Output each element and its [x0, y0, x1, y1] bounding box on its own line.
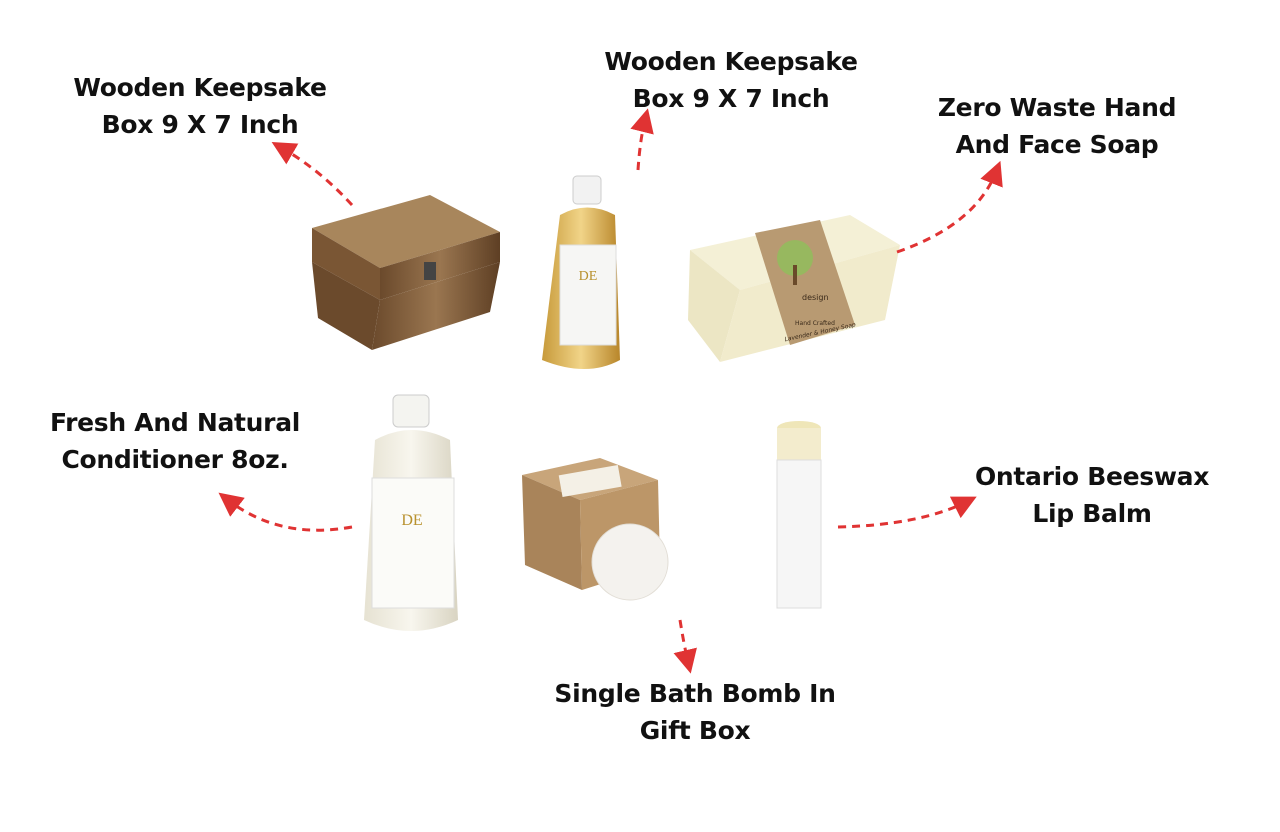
callout-lip-balm: Ontario Beeswax Lip Balm — [975, 458, 1209, 532]
bath-bomb-gift-box-image — [522, 458, 669, 601]
lip-balm-image — [776, 421, 822, 609]
callout-line: Conditioner 8oz. — [61, 445, 289, 474]
callout-line: Lip Balm — [1032, 499, 1152, 528]
shampoo-bottle-image: DE — [542, 175, 620, 369]
callout-wooden-box: Wooden Keepsake Box 9 X 7 Inch — [73, 69, 327, 143]
soap-label-text: Hand Crafted — [795, 320, 835, 327]
arrow-conditioner — [218, 492, 353, 532]
callout-conditioner: Fresh And Natural Conditioner 8oz. — [50, 404, 300, 478]
soap-brand-text: design — [802, 293, 829, 302]
callout-bath-bomb: Single Bath Bomb In Gift Box — [554, 675, 835, 749]
callout-line: Fresh And Natural — [49, 408, 301, 437]
callout-line: Gift Box — [639, 716, 751, 745]
wooden-keepsake-box-image — [312, 195, 500, 350]
soap-bar-image: design Hand Crafted Lavender & Honey Soa… — [688, 215, 900, 362]
arrow-shampoo — [630, 108, 654, 171]
callout-line: Ontario Beeswax — [974, 462, 1210, 491]
svg-text:DE: DE — [401, 512, 422, 529]
callout-line: Box 9 X 7 Inch — [632, 84, 830, 113]
arrow-soap — [896, 160, 1003, 254]
callout-line: And Face Soap — [955, 130, 1159, 159]
callout-line: Wooden Keepsake — [73, 73, 327, 102]
arrow-lip-balm — [837, 496, 977, 529]
arrow-wooden-box — [271, 141, 354, 207]
callout-line: Single Bath Bomb In — [554, 679, 836, 708]
conditioner-bottle-image: DE — [364, 394, 458, 631]
callout-line: Box 9 X 7 Inch — [101, 110, 299, 139]
callout-line: Zero Waste Hand — [937, 93, 1177, 122]
callout-line: Wooden Keepsake — [604, 47, 858, 76]
svg-text:DE: DE — [579, 269, 598, 284]
callout-shampoo: Wooden Keepsake Box 9 X 7 Inch — [604, 43, 858, 117]
callout-soap: Zero Waste Hand And Face Soap — [937, 89, 1177, 163]
arrow-bath-bomb — [673, 619, 697, 674]
